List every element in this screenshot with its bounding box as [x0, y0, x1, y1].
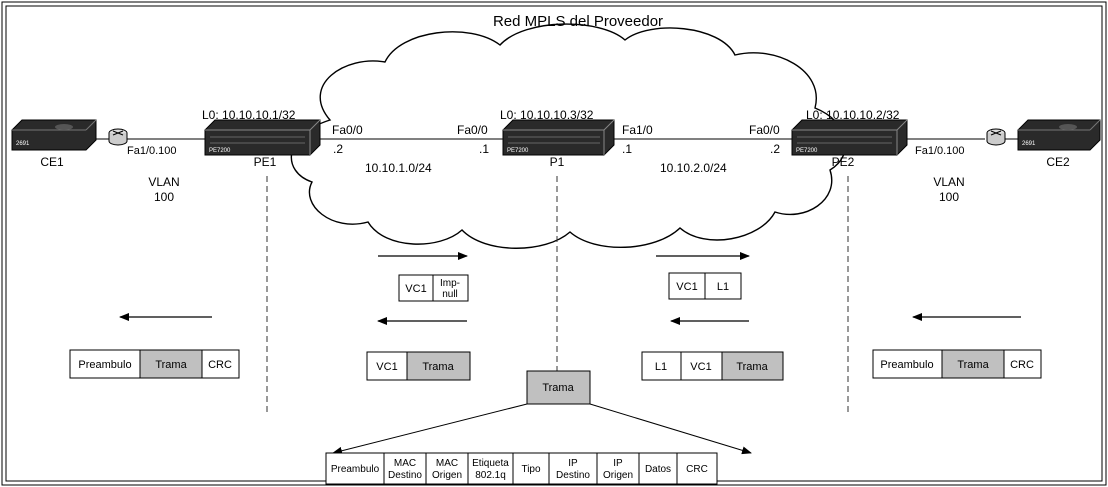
router-pe1-icon: PE7200 — [204, 119, 321, 156]
p1-right-ip-suffix: .1 — [622, 142, 632, 156]
mpls-frame-right: L1 VC1 Trama — [641, 351, 784, 381]
breakdown-field-line1: IP — [613, 458, 623, 469]
ce1-model-label: 2691 — [16, 141, 30, 147]
breakdown-field-line2: Destino — [388, 470, 422, 481]
p1-model-label: PE7200 — [507, 148, 529, 154]
breakdown-cell — [325, 452, 385, 485]
ce2-name: CE2 — [1046, 155, 1070, 169]
label-imp: Imp- — [440, 278, 460, 289]
breakdown-field: Tipo — [521, 464, 541, 475]
pe2-loopback: L0: 10.10.10.2/32 — [806, 108, 900, 122]
mpls-field-l1: L1 — [655, 361, 667, 373]
breakdown-cell — [676, 452, 718, 485]
label-l1-right: L1 — [717, 281, 729, 293]
p1-loopback: L0: 10.10.10.3/32 — [500, 108, 594, 122]
breakdown-field-line2: Origen — [432, 470, 462, 481]
ce2-model-label: 2691 — [1022, 141, 1036, 147]
trama-box: Trama — [526, 370, 591, 405]
breakdown-cell — [425, 452, 469, 485]
switch-ce2-side-icon — [986, 128, 1006, 146]
router-p1-icon: PE7200 — [502, 119, 615, 156]
router-ce1-icon: 2691 — [11, 119, 97, 151]
breakdown-field-line1: IP — [568, 458, 578, 469]
label-stack-vc1-l1: VC1 L1 — [668, 272, 742, 300]
router-ce2-icon: 2691 — [1017, 119, 1101, 151]
frame-field-crc: CRC — [1010, 359, 1034, 371]
p1-left-ip-suffix: .1 — [479, 142, 489, 156]
breakdown-cell — [512, 452, 550, 485]
p1-left-fa-interface: Fa0/0 — [457, 123, 488, 137]
ethernet-frame-left: Preambulo Trama CRC — [69, 349, 240, 379]
frame-field-preambulo: Preambulo — [78, 359, 131, 371]
breakdown-field-line2: 802.1q — [475, 470, 506, 481]
mpls-frame-left: VC1 Trama — [366, 351, 471, 381]
breakdown-field-line1: Etiqueta — [472, 458, 509, 469]
breakdown-field-line1: MAC — [394, 458, 416, 469]
frame-field-trama: Trama — [155, 359, 187, 371]
mpls-field-vc1: VC1 — [690, 361, 711, 373]
ce2-pe2-interface: Fa1/0.100 — [915, 145, 965, 157]
breakdown-cell — [467, 452, 514, 485]
frame-field-crc: CRC — [208, 359, 232, 371]
label-null: null — [442, 289, 458, 300]
network-left: 10.10.1.0/24 — [365, 161, 432, 175]
pe2-ip-suffix: .2 — [770, 142, 780, 156]
breakdown-field-line1: MAC — [436, 458, 458, 469]
ce1-pe1-interface: Fa1/0.100 — [127, 145, 177, 157]
breakdown-arrow-left — [332, 403, 528, 455]
mpls-field-vc1: VC1 — [376, 361, 397, 373]
pe2-model-label: PE7200 — [796, 148, 818, 154]
breakdown-field: Datos — [645, 464, 671, 475]
pe1-model-label: PE7200 — [209, 148, 231, 154]
p1-right-fa-interface: Fa1/0 — [622, 123, 653, 137]
frame-field-trama: Trama — [957, 359, 989, 371]
breakdown-field: CRC — [686, 464, 708, 475]
ce1-name: CE1 — [40, 155, 64, 169]
switch-ce1-side-icon — [108, 128, 128, 146]
breakdown-arrow-right — [589, 403, 752, 455]
pe1-loopback: L0: 10.10.10.1/32 — [202, 108, 296, 122]
mpls-field-trama: Trama — [736, 361, 768, 373]
frame-field-preambulo: Preambulo — [880, 359, 933, 371]
breakdown-field: Preambulo — [331, 464, 380, 475]
vlan-left-line1: VLAN — [148, 175, 179, 189]
vlan-left-line2: 100 — [154, 190, 174, 204]
label-vc1: VC1 — [405, 283, 426, 295]
vlan-right-line1: VLAN — [933, 175, 964, 189]
breakdown-field-line2: Origen — [603, 470, 633, 481]
network-right: 10.10.2.0/24 — [660, 161, 727, 175]
trama-label: Trama — [542, 382, 574, 394]
label-stack-vc1-impnull: VC1 Imp- null — [398, 274, 469, 302]
pe1-name: PE1 — [254, 155, 277, 169]
p1-name: P1 — [550, 155, 565, 169]
vlan-right-line2: 100 — [939, 190, 959, 204]
label-vc1-right: VC1 — [676, 281, 697, 293]
mpls-field-trama: Trama — [422, 361, 454, 373]
diagram-title: Red MPLS del Proveedor — [493, 13, 663, 30]
breakdown-cell — [383, 452, 427, 485]
pe1-ip-suffix: .2 — [333, 142, 343, 156]
frame-breakdown: PreambuloMACDestinoMACOrigenEtiqueta802.… — [325, 452, 718, 485]
ethernet-frame-right: Preambulo Trama CRC — [872, 349, 1042, 379]
router-pe2-icon: PE7200 — [791, 119, 908, 156]
pe2-fa-interface: Fa0/0 — [749, 123, 780, 137]
breakdown-field-line2: Destino — [556, 470, 590, 481]
pe1-fa-interface: Fa0/0 — [332, 123, 363, 137]
pe2-name: PE2 — [832, 155, 855, 169]
